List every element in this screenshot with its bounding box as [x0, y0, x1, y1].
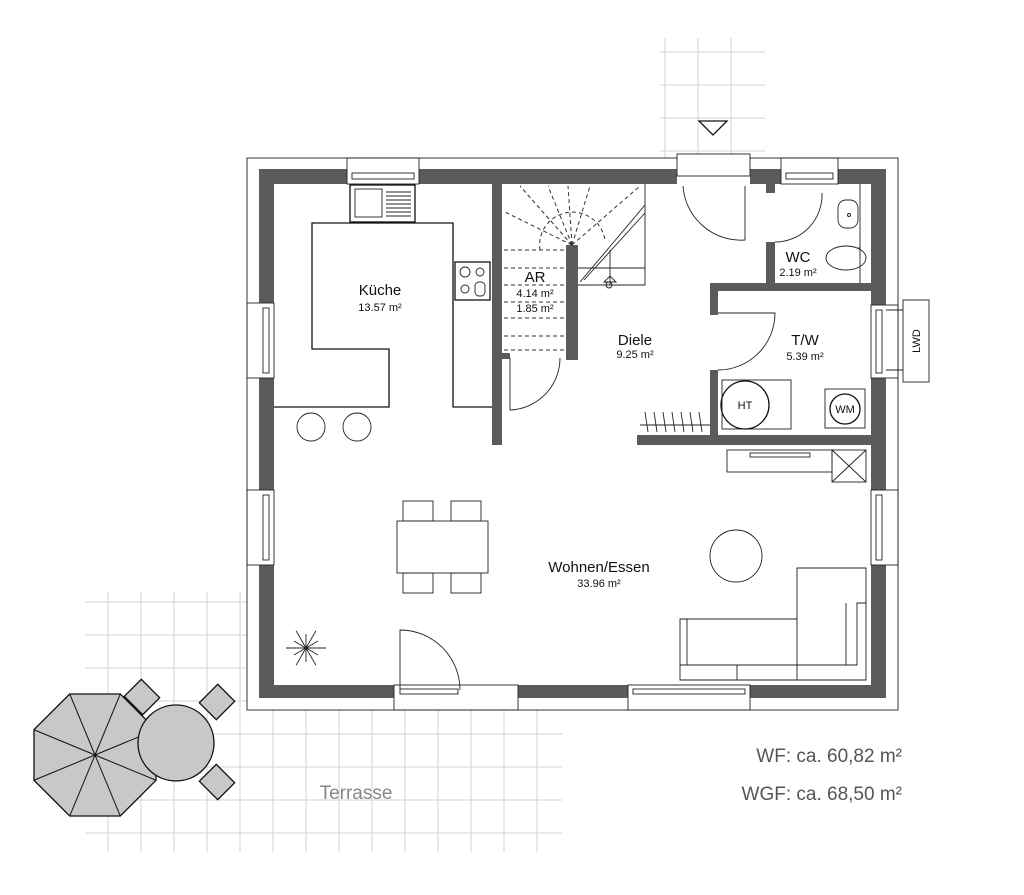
parasol-icon: [33, 693, 157, 817]
room-area-ar: 4.14 m²: [516, 288, 554, 300]
staircase: [504, 184, 646, 351]
room-area-ar-2: 1.85 m²: [516, 303, 554, 315]
room-name-wc: WC: [786, 249, 811, 266]
ventilation-label: LWD: [911, 329, 923, 353]
terrace-label: Terrasse: [320, 783, 393, 804]
room-name-ar: AR: [525, 269, 546, 286]
dryer-label: HT: [738, 400, 753, 412]
room-area-laundry: 5.39 m²: [786, 351, 824, 363]
room-name-laundry: T/W: [791, 332, 819, 349]
bar-stool: [296, 412, 326, 442]
room-name-hall: Diele: [618, 332, 652, 349]
interior-walls: [492, 184, 871, 445]
kitchen-furniture: [274, 184, 492, 442]
windows: [246, 153, 899, 711]
living-furniture: [396, 449, 867, 681]
room-labels: Küche 13.57 m² AR 4.14 m² 1.85 m² Diele …: [320, 249, 902, 805]
doors: [399, 185, 823, 691]
room-area-kitchen: 13.57 m²: [358, 302, 402, 314]
wc-fixtures: [825, 184, 867, 283]
room-area-hall: 9.25 m²: [616, 349, 654, 361]
washer-label: WM: [835, 404, 855, 416]
terrace-furniture: [33, 678, 236, 817]
entrance-arrow-icon: [697, 120, 729, 136]
room-name-living: Wohnen/Essen: [548, 559, 649, 576]
coat-rack: [640, 411, 710, 433]
room-area-living: 33.96 m²: [577, 578, 621, 590]
laundry-fixtures: HT WM LWD: [720, 299, 930, 430]
plant-icon: [286, 630, 326, 666]
bar-stool: [342, 412, 372, 442]
gross-area-summary: WGF: ca. 68,50 m²: [742, 784, 902, 805]
room-name-kitchen: Küche: [359, 282, 402, 299]
living-area-summary: WF: ca. 60,82 m²: [756, 746, 902, 767]
outer-walls: [259, 169, 886, 698]
room-area-wc: 2.19 m²: [779, 267, 817, 279]
